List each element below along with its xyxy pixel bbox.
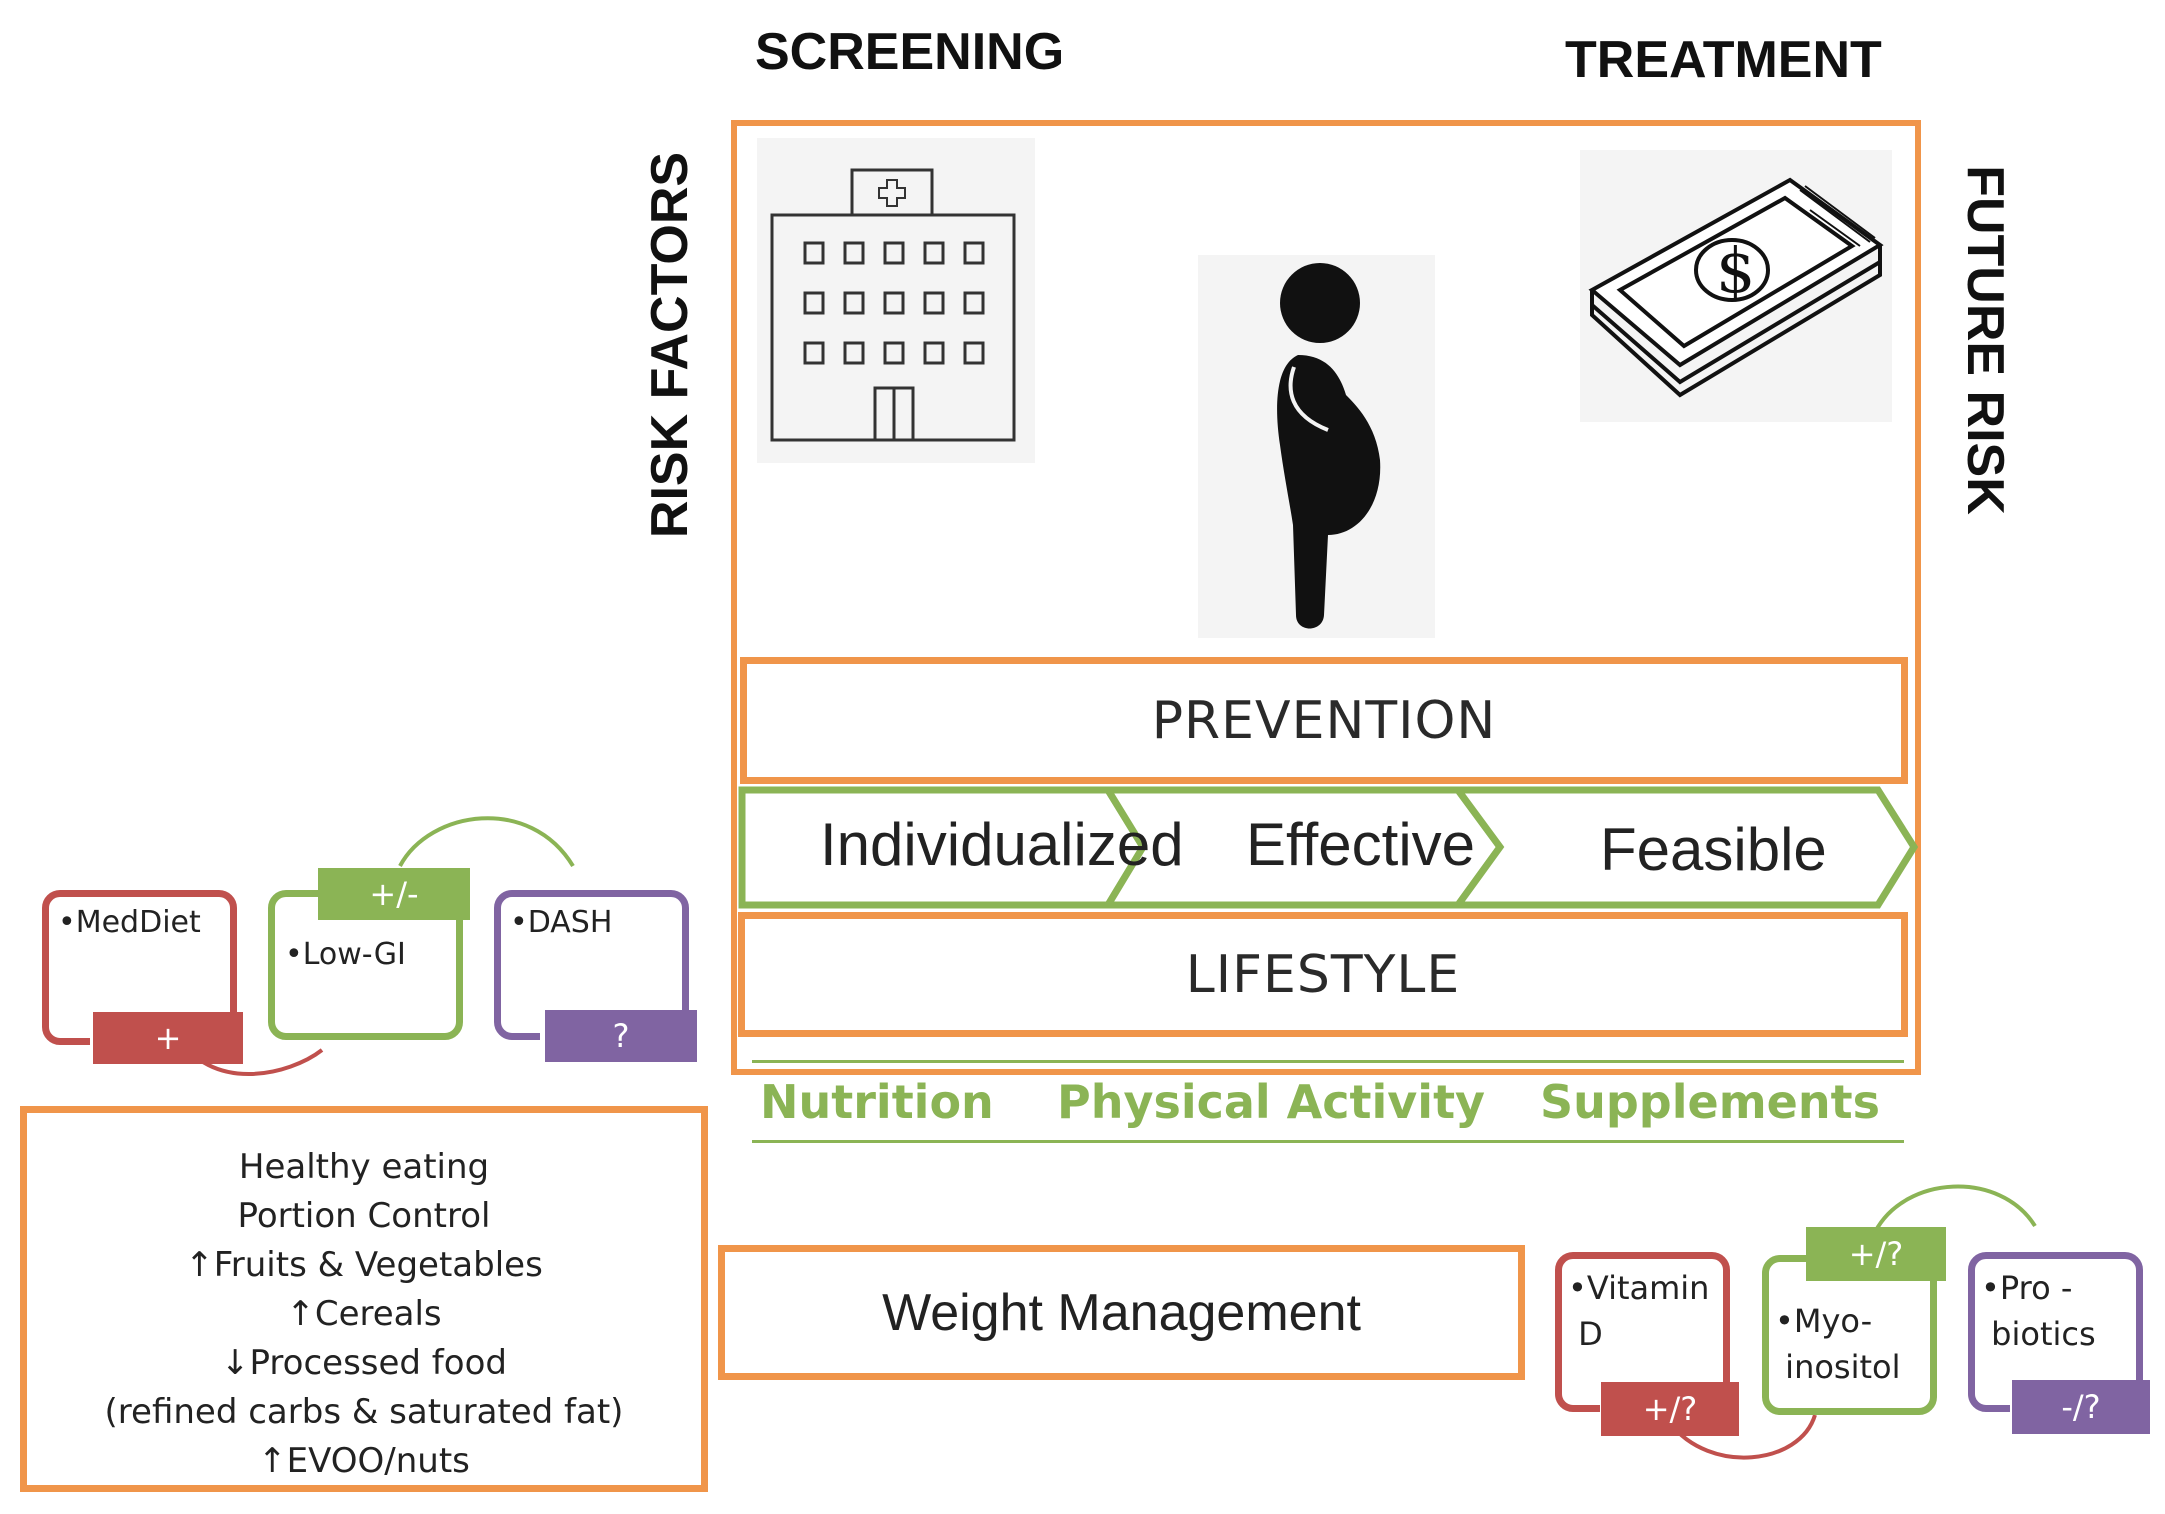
supplement-label-vitamin-d: •Vitamin D	[1568, 1269, 1710, 1353]
chevron-effective: Effective	[1246, 811, 1476, 878]
future-risk-label: FUTURE RISK	[1956, 165, 2014, 515]
money-icon: $	[1580, 150, 1892, 422]
chevron-row: Individualized Effective Feasible	[738, 785, 1918, 910]
supplement-tag-myo-inositol: +/?	[1806, 1227, 1946, 1281]
nutrition-item: ↑Cereals	[286, 1294, 442, 1334]
supplement-tag-probiotics: -/?	[2012, 1380, 2150, 1434]
prevention-label: PREVENTION	[1151, 690, 1497, 751]
diet-label-lowgi: •Low-GI	[285, 937, 406, 972]
diet-tag-dash: ?	[545, 1010, 697, 1062]
diet-tag-meddiet: +	[93, 1012, 243, 1064]
nutrition-item: ↑Fruits & Vegetables	[185, 1245, 543, 1285]
chevron-3	[1451, 786, 1918, 909]
lifestyle-box: LIFESTYLE	[738, 912, 1908, 1037]
nutrition-item: Portion Control	[237, 1196, 491, 1236]
lifestyle-label: LIFESTYLE	[1185, 944, 1461, 1005]
supplement-tag-vitamin-d: +/?	[1601, 1382, 1739, 1436]
weight-management-box: Weight Management	[718, 1245, 1525, 1380]
prevention-box: PREVENTION	[740, 657, 1908, 784]
treatment-header: TREATMENT	[1565, 31, 1882, 89]
svg-text:$: $	[1716, 234, 1755, 307]
diet-label-meddiet: •MedDiet	[58, 905, 201, 940]
screening-header: SCREENING	[755, 23, 1065, 81]
pillar-physical-activity: Physical Activity	[1057, 1075, 1486, 1129]
pillars-top-line	[752, 1060, 1904, 1063]
main-frame	[731, 120, 1921, 1075]
nutrition-item: (refined carbs & saturated fat)	[104, 1392, 624, 1432]
nutrition-item: Healthy eating	[238, 1147, 490, 1187]
pillar-nutrition: Nutrition	[760, 1075, 994, 1129]
nutrition-item: ↑EVOO/nuts	[258, 1441, 470, 1481]
chevron-feasible: Feasible	[1600, 816, 1827, 883]
hospital-icon	[757, 138, 1035, 463]
risk-factors-label: RISK FACTORS	[641, 151, 699, 539]
pillar-supplements: Supplements	[1540, 1075, 1880, 1129]
pillars-bottom-line	[752, 1140, 1904, 1143]
weight-management-label: Weight Management	[882, 1283, 1361, 1342]
supplement-label-probiotics: •Pro - biotics	[1981, 1269, 2096, 1353]
diet-label-dash: •DASH	[510, 905, 613, 940]
supplement-arcs	[1668, 1184, 2037, 1460]
nutrition-list-box: Healthy eating Portion Control ↑Fruits &…	[20, 1106, 708, 1492]
chevron-individualized: Individualized	[820, 811, 1184, 878]
pregnant-woman-icon	[1198, 255, 1435, 638]
supplement-label-myo-inositol: •Myo- inositol	[1775, 1302, 1901, 1386]
diet-tag-lowgi: +/-	[318, 868, 470, 920]
nutrition-item: ↓Processed food	[221, 1343, 507, 1383]
